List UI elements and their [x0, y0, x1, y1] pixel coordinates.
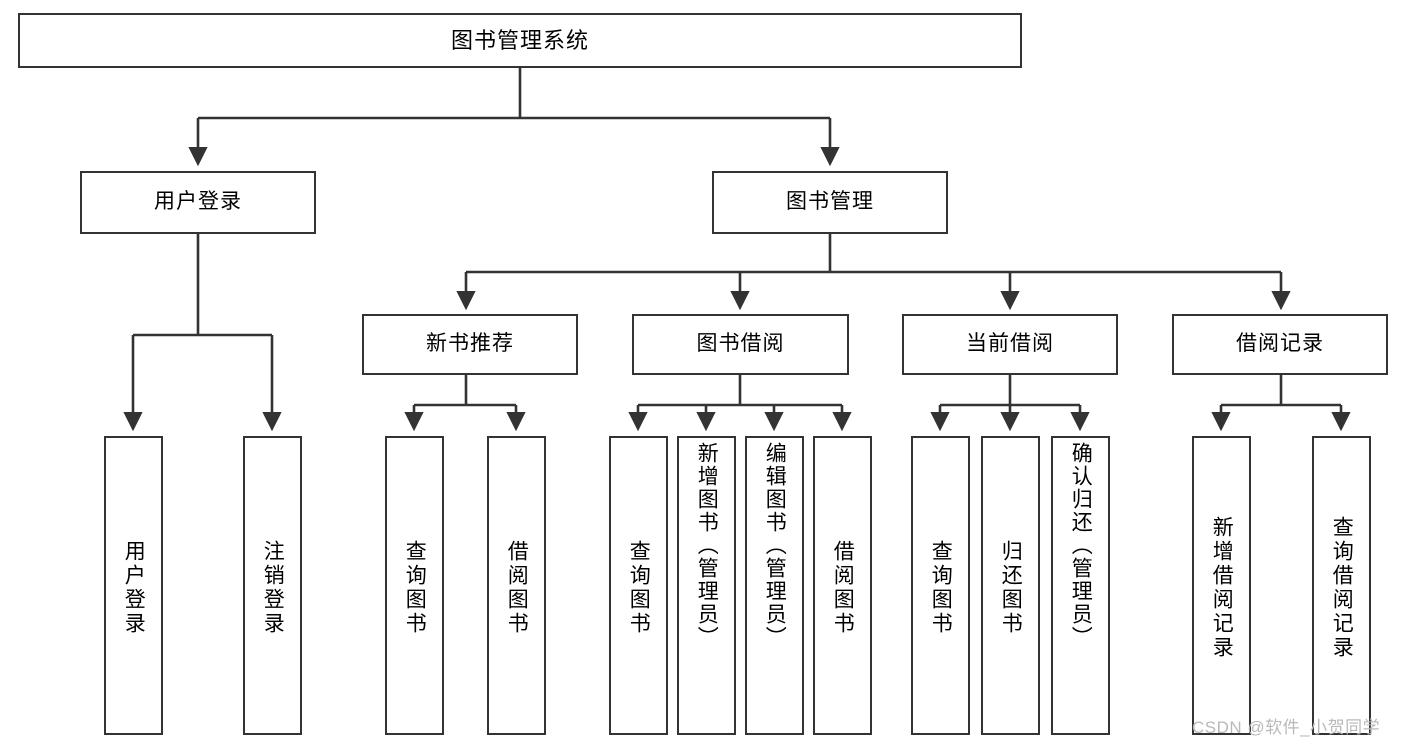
node-current-borrow[interactable]: 当前借阅 [902, 314, 1118, 375]
node-label: 图书借阅 [696, 332, 785, 356]
node-label: 查询图书 [627, 539, 651, 636]
node-label: 用户登录 [154, 190, 242, 214]
node-label: 查询图书 [929, 539, 953, 636]
leaf-borrow-add-book-admin[interactable]: 新增图书（管理员） [677, 436, 736, 735]
node-label: 当前借阅 [966, 332, 1054, 356]
node-label: 借阅图书 [505, 539, 529, 636]
node-label: 借阅记录 [1236, 332, 1324, 356]
leaf-borrow-borrow-book[interactable]: 借阅图书 [813, 436, 872, 735]
leaf-user-login-signout[interactable]: 注销登录 [243, 436, 302, 735]
node-label: 用户登录 [122, 539, 146, 636]
node-label: 借阅图书 [831, 539, 855, 636]
leaf-current-return-book[interactable]: 归还图书 [981, 436, 1040, 735]
node-book-borrow[interactable]: 图书借阅 [632, 314, 849, 375]
leaf-current-query-book[interactable]: 查询图书 [911, 436, 970, 735]
node-label: 注销登录 [261, 539, 285, 636]
node-label: 查询图书 [403, 539, 427, 636]
leaf-recommend-query-book[interactable]: 查询图书 [385, 436, 444, 735]
leaf-current-confirm-return-admin[interactable]: 确认归还（管理员） [1051, 436, 1110, 735]
node-new-book-recommend[interactable]: 新书推荐 [362, 314, 578, 375]
node-label: 图书管理 [786, 190, 874, 214]
node-label: 归还图书 [999, 539, 1023, 636]
node-user-login[interactable]: 用户登录 [80, 171, 316, 234]
node-label: 新书推荐 [426, 332, 514, 356]
leaf-borrow-query-book[interactable]: 查询图书 [609, 436, 668, 735]
node-label: 编辑图书（管理员） [763, 442, 787, 649]
node-label: 新增借阅记录 [1210, 515, 1234, 660]
leaf-borrow-edit-book-admin[interactable]: 编辑图书（管理员） [745, 436, 804, 735]
node-label: 确认归还（管理员） [1069, 442, 1093, 649]
node-root-system[interactable]: 图书管理系统 [18, 13, 1022, 68]
node-book-management[interactable]: 图书管理 [712, 171, 948, 234]
leaf-recommend-borrow-book[interactable]: 借阅图书 [487, 436, 546, 735]
node-borrow-records[interactable]: 借阅记录 [1172, 314, 1388, 375]
leaf-user-login-signin[interactable]: 用户登录 [104, 436, 163, 735]
node-label: 新增图书（管理员） [695, 442, 719, 649]
leaf-records-query-record[interactable]: 查询借阅记录 [1312, 436, 1371, 735]
node-label: 查询借阅记录 [1330, 515, 1354, 660]
node-label: 图书管理系统 [450, 27, 589, 53]
leaf-records-add-record[interactable]: 新增借阅记录 [1192, 436, 1251, 735]
